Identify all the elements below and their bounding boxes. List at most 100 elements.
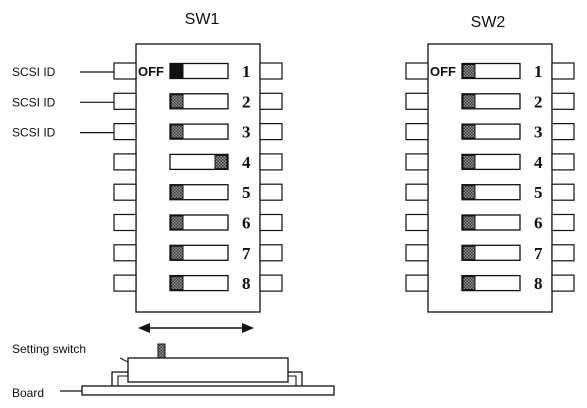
sw1-pin-left bbox=[113, 153, 137, 171]
sw2-switch-number: 8 bbox=[534, 274, 543, 293]
setting-switch-label: Setting switch bbox=[12, 342, 86, 356]
arrow-right-icon bbox=[242, 323, 254, 333]
sw2-slider-slot bbox=[461, 153, 521, 171]
sw1-pin-right bbox=[259, 122, 283, 141]
sw2-pin-right bbox=[551, 244, 575, 262]
sw2-pin-right bbox=[551, 153, 575, 171]
board-label: Board bbox=[12, 386, 44, 400]
sw1-slider-knob bbox=[170, 215, 184, 230]
sw2-body bbox=[427, 43, 553, 313]
switch-lead-right bbox=[288, 371, 303, 386]
sw1-switch-row: 3 SCSI ID bbox=[12, 122, 283, 142]
sw1-pin-right bbox=[259, 62, 283, 80]
sw2-switch-row: 7 bbox=[405, 244, 575, 263]
sw1-switch-row: 4 bbox=[113, 153, 283, 172]
sw1-pin-right bbox=[259, 274, 283, 292]
sw1-pin-left bbox=[113, 183, 137, 201]
sw2-pin-left bbox=[405, 244, 429, 262]
sw1-switch-number: 5 bbox=[242, 183, 251, 202]
sw1-pin-left bbox=[113, 62, 137, 80]
sw2-switch-row: 5 bbox=[405, 183, 575, 202]
sw2-slider-slot bbox=[461, 214, 521, 231]
sw2-title: SW2 bbox=[471, 14, 506, 31]
sw1-slider-slot bbox=[169, 62, 229, 80]
sw2-pin-left bbox=[405, 274, 429, 292]
sw2-pin-left bbox=[405, 62, 429, 80]
setting-switch-actuator bbox=[157, 343, 166, 359]
sw1-pin-left bbox=[113, 213, 137, 232]
sw2-switch-row: 8 bbox=[405, 274, 575, 293]
sw2-pin-right bbox=[551, 183, 575, 201]
sw1-switch-number: 3 bbox=[242, 123, 251, 142]
sw1-pin-left bbox=[113, 244, 137, 262]
sw2-switch-number: 5 bbox=[534, 183, 543, 202]
sw1-slider-knob bbox=[170, 64, 184, 78]
sw1-scsi-id-label: SCSI ID bbox=[12, 65, 56, 79]
switch-body-side bbox=[127, 357, 289, 383]
sw1-slider-knob bbox=[170, 124, 184, 139]
sw1-switch-row: 8 bbox=[113, 274, 283, 293]
sw1-slider-knob bbox=[170, 276, 184, 291]
sw1-slider-slot bbox=[169, 93, 229, 110]
sw1-pin-right bbox=[259, 244, 283, 262]
sw2-slider-slot bbox=[461, 274, 521, 292]
sw2-slider-knob bbox=[462, 215, 476, 230]
sw1-scsi-id-label: SCSI ID bbox=[12, 126, 56, 140]
sw1-slider-slot bbox=[169, 184, 229, 201]
sw1-slider-slot bbox=[169, 123, 229, 140]
sw2-slider-knob bbox=[462, 64, 476, 78]
sw2-slider-knob bbox=[462, 185, 476, 200]
sw2-slider-knob bbox=[462, 276, 476, 291]
sw1-switch-number: 1 bbox=[242, 62, 251, 81]
sw1-pin-right bbox=[259, 213, 283, 232]
sw1-switch-row: 7 bbox=[113, 244, 283, 263]
sw2-pin-left bbox=[405, 213, 429, 232]
sw2-switch-number: 1 bbox=[534, 62, 543, 81]
switch-lead-left bbox=[111, 371, 128, 386]
switch-lead-right-inner bbox=[288, 375, 297, 386]
sw2-pin-left bbox=[405, 122, 429, 141]
sw2-slider-knob bbox=[462, 245, 476, 260]
sw1-body bbox=[135, 43, 261, 313]
sw1-pin-left bbox=[113, 274, 137, 292]
sw1-pin-left bbox=[113, 122, 137, 141]
sw2-switch-number: 2 bbox=[534, 92, 543, 111]
sw1-switch-row: 2 SCSI ID bbox=[12, 92, 283, 111]
arrow-left-icon bbox=[138, 323, 150, 333]
sw2-pin-left bbox=[405, 92, 429, 110]
sw1-switch-row: 1 OFF SCSI ID bbox=[12, 62, 283, 81]
sw2-slider-slot bbox=[461, 93, 521, 110]
sw2-slider-slot bbox=[461, 244, 521, 261]
sw2-switch-number: 4 bbox=[534, 153, 543, 172]
sw1-switch-row: 6 bbox=[113, 213, 283, 233]
sw2-slider-knob bbox=[462, 94, 476, 109]
sw1-pin-right bbox=[259, 92, 283, 110]
sw1-slider-knob bbox=[170, 185, 184, 200]
sw2-pin-right bbox=[551, 92, 575, 110]
sw1-switch-row: 5 bbox=[113, 183, 283, 202]
sw1-scsi-id-label: SCSI ID bbox=[12, 95, 56, 109]
sw1-slider-knob bbox=[214, 154, 228, 169]
sw1-slider-slot bbox=[169, 214, 229, 231]
sw1-switch-number: 7 bbox=[242, 244, 251, 263]
sw1-pin-right bbox=[259, 153, 283, 171]
sw2-slider-knob bbox=[462, 124, 476, 139]
sw1-switch-number: 8 bbox=[242, 274, 251, 293]
sw2-switch-row: 3 bbox=[405, 122, 575, 142]
sw2-slider-slot bbox=[461, 184, 521, 201]
sw2-switch-row: 6 bbox=[405, 213, 575, 233]
sw2-switch-row: 4 bbox=[405, 153, 575, 172]
sw1-pin-right bbox=[259, 183, 283, 201]
sw2-pin-left bbox=[405, 153, 429, 171]
sw2-pin-right bbox=[551, 213, 575, 232]
sw2-pin-right bbox=[551, 274, 575, 292]
sw2-switch-number: 7 bbox=[534, 244, 543, 263]
sw1-off-label: OFF bbox=[138, 64, 164, 79]
sw2-pin-right bbox=[551, 62, 575, 80]
sw1-switch-number: 2 bbox=[242, 92, 251, 111]
sw2-switch-row: 2 bbox=[405, 92, 575, 111]
sw1-title: SW1 bbox=[185, 11, 220, 28]
